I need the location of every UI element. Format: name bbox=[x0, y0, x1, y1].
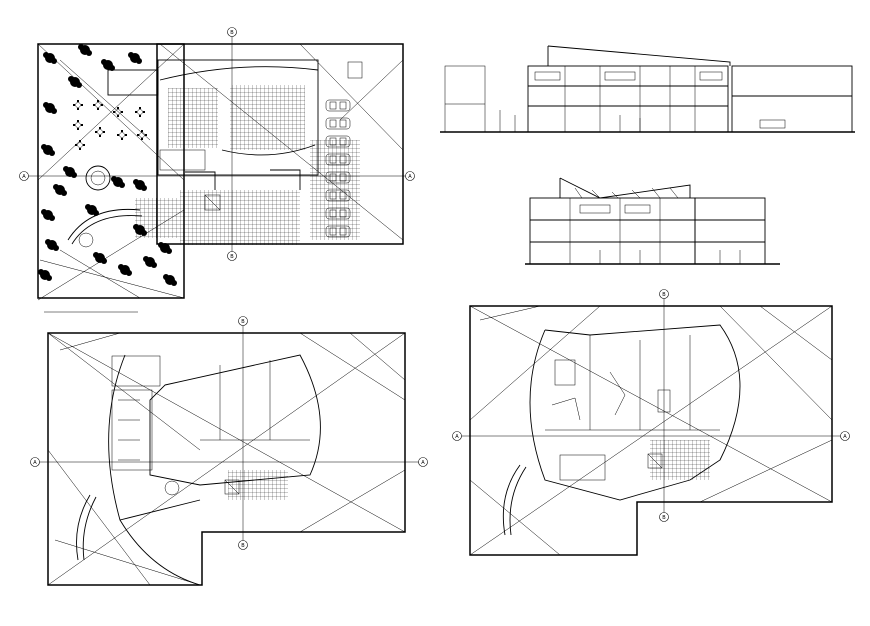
svg-text:B: B bbox=[230, 30, 234, 36]
building-footprint bbox=[157, 59, 319, 176]
site-plan: B B A A bbox=[19, 27, 415, 301]
svg-text:A: A bbox=[33, 460, 37, 466]
svg-text:B: B bbox=[662, 292, 666, 298]
svg-text:A: A bbox=[455, 434, 459, 440]
fountain bbox=[85, 165, 111, 191]
axis-mark-top: B bbox=[659, 289, 669, 299]
elevation-section-1 bbox=[440, 45, 855, 133]
axis-mark-bottom: B bbox=[659, 512, 669, 522]
svg-text:A: A bbox=[843, 434, 847, 440]
svg-text:B: B bbox=[241, 543, 245, 549]
svg-text:A: A bbox=[408, 174, 412, 180]
svg-text:A: A bbox=[22, 174, 26, 180]
svg-text:A: A bbox=[421, 460, 425, 466]
elevation-section-2 bbox=[525, 177, 780, 265]
floor-plan-1: B B A A bbox=[30, 316, 428, 586]
auditorium-seating bbox=[159, 66, 319, 156]
parking bbox=[310, 61, 363, 240]
axis-mark-left: A bbox=[452, 431, 462, 441]
floor-plan-2: B B A A bbox=[452, 289, 850, 556]
axis-mark-left: A bbox=[30, 457, 40, 467]
tables bbox=[72, 99, 148, 151]
axis-mark-right: A bbox=[840, 431, 850, 441]
axis-mark-right: A bbox=[405, 171, 415, 181]
svg-text:B: B bbox=[241, 319, 245, 325]
axis-mark-top: B bbox=[227, 27, 237, 37]
axis-mark-bottom: B bbox=[238, 540, 248, 550]
svg-text:B: B bbox=[230, 254, 234, 260]
site-plan-boundary-west bbox=[37, 43, 185, 299]
trees bbox=[38, 44, 177, 286]
axis-mark-right: A bbox=[418, 457, 428, 467]
axis-mark-bottom: B bbox=[227, 251, 237, 261]
axis-mark-left: A bbox=[19, 171, 29, 181]
axis-mark-top: B bbox=[238, 316, 248, 326]
svg-text:B: B bbox=[662, 515, 666, 521]
